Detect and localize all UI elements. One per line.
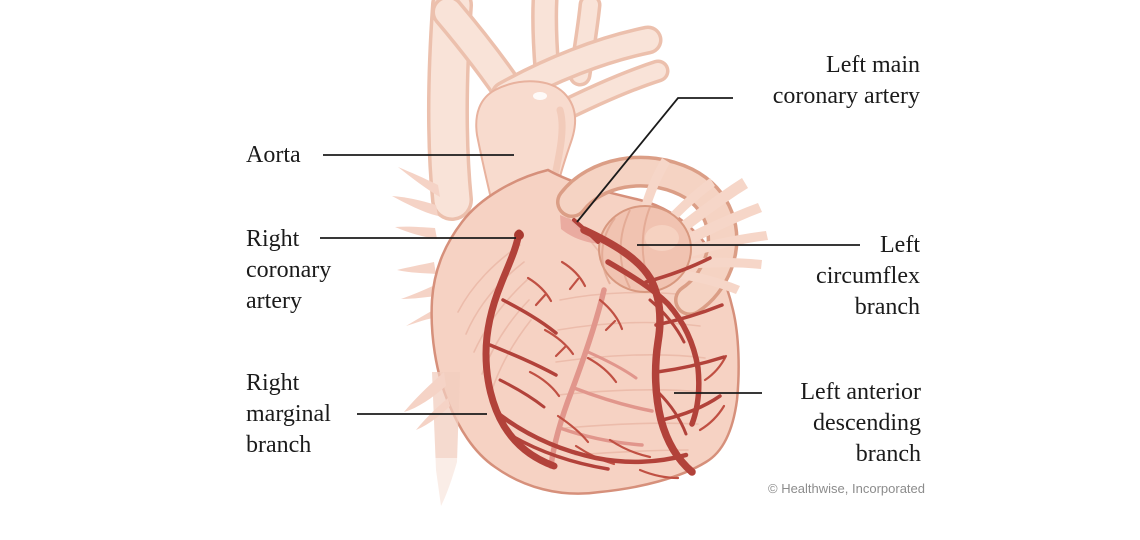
copyright-credit: © Healthwise, Incorporated: [768, 481, 925, 496]
left-circumflex-path: [572, 218, 702, 427]
label-line: coronary: [246, 257, 332, 283]
left-main-artery-segment: [572, 218, 600, 244]
label-line: Left anterior: [800, 379, 921, 405]
label-line: descending: [813, 410, 921, 436]
left-anterior-descending-path: [580, 226, 726, 476]
pink-interventricular-vessel: [548, 287, 654, 469]
label-line: Right: [246, 370, 300, 396]
label-line: Aorta: [246, 142, 301, 168]
left-main-leader-line: [576, 97, 733, 223]
right-coronary-artery-path: [482, 229, 689, 471]
label-right-marginal-branch: Right marginal branch: [246, 368, 331, 461]
label-line: branch: [855, 441, 921, 467]
label-left-main-coronary-artery: Left main coronary artery: [773, 50, 920, 112]
label-left-anterior-descending-branch: Left anterior descending branch: [800, 377, 921, 470]
label-right-coronary-artery: Right coronary artery: [246, 224, 331, 317]
inferior-vena-cava-band: [404, 372, 464, 510]
label-line: Left main: [826, 52, 920, 78]
pulmonary-fan-vessels: [640, 158, 768, 294]
label-left-circumflex-branch: Left circumflex branch: [816, 230, 920, 323]
label-line: Right: [246, 226, 300, 252]
label-line: branch: [246, 432, 312, 458]
right-marginal-branch-path: [493, 409, 689, 465]
leader-lines: [320, 97, 860, 415]
label-line: artery: [246, 288, 302, 314]
label-line: branch: [854, 294, 920, 320]
label-line: Left: [880, 232, 920, 258]
label-aorta: Aorta: [246, 140, 301, 171]
label-line: marginal: [246, 401, 331, 427]
label-line: coronary artery: [772, 83, 920, 109]
label-line: circumflex: [816, 263, 920, 289]
